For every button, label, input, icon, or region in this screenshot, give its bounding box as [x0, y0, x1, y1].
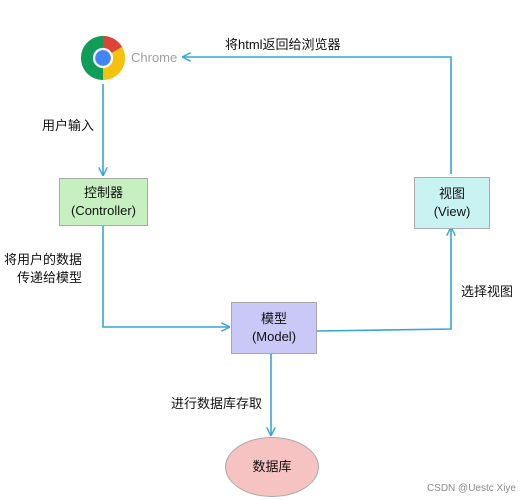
watermark: CSDN @Uestc Xiye: [426, 483, 516, 494]
database-node: 数据库: [225, 437, 319, 497]
connector-controller-to-model: [102, 226, 229, 327]
select-view-label: 选择视图: [461, 284, 514, 299]
pass-to-model-label-line2: 传递给模型: [17, 270, 83, 285]
user-input-label: 用户输入: [42, 118, 95, 133]
view-title: 视图: [438, 186, 465, 201]
chrome-label: Chrome: [131, 50, 178, 65]
chrome-logo-icon: [80, 35, 126, 81]
view-node: 视图 (View): [414, 177, 490, 229]
connector-view-to-chrome: [183, 57, 452, 174]
connector-model-to-view: [316, 228, 451, 332]
view-subtitle: (View): [433, 204, 471, 219]
model-node: 模型 (Model): [231, 302, 317, 354]
database-title: 数据库: [252, 459, 292, 474]
return-html-label: 将html返回给浏览器: [225, 37, 341, 52]
controller-title: 控制器: [83, 185, 123, 200]
model-subtitle: (Model): [251, 329, 297, 344]
model-title: 模型: [260, 311, 287, 326]
pass-to-model-label-line1: 将用户的数据: [4, 252, 83, 267]
controller-subtitle: (Controller): [70, 203, 136, 218]
controller-node: 控制器 (Controller): [59, 178, 148, 226]
db-access-label: 进行数据库存取: [171, 396, 263, 411]
